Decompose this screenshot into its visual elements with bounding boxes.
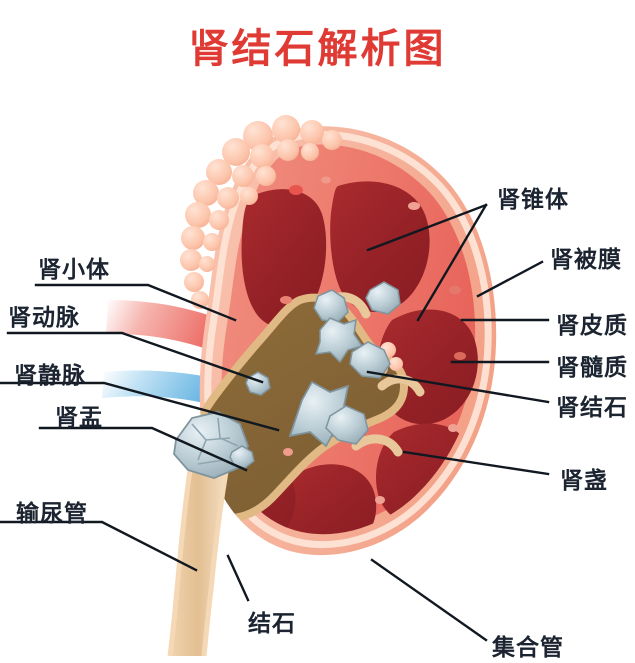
label-stone: 结石: [248, 611, 296, 637]
leader-renal-pyramid-a: [366, 203, 488, 252]
leader-stone: [226, 554, 250, 602]
label-kidney-stone: 肾结石: [556, 395, 628, 421]
cortex-vessel-dots: [280, 176, 466, 504]
stone-9: [229, 445, 255, 469]
label-renal-capsule: 肾被膜: [550, 247, 622, 273]
stone-3: [365, 281, 401, 315]
ureter-tube: [167, 469, 229, 657]
label-renal-corpuscle: 肾小体: [38, 257, 110, 283]
label-renal-cortex: 肾皮质: [556, 313, 628, 339]
label-renal-medulla: 肾髓质: [556, 355, 628, 381]
label-renal-calyx: 肾盏: [560, 468, 608, 494]
leader-lines-group: [0, 203, 550, 642]
capsule-inner-highlight: [204, 131, 492, 549]
label-ureter: 输尿管: [16, 501, 88, 527]
stone-8-facets: [191, 417, 239, 465]
stone-2: [314, 317, 364, 364]
label-renal-vein: 肾静脉: [14, 363, 86, 389]
kidney-stones-group: [173, 281, 401, 479]
stone-7: [325, 405, 369, 445]
leader-renal-pelvis: [38, 426, 248, 472]
leader-renal-calyx: [402, 450, 550, 476]
leader-collecting-duct: [370, 558, 488, 642]
leader-renal-corpuscle: [34, 283, 237, 322]
leader-renal-vein: [0, 381, 280, 432]
renal-corpuscles-cluster: [180, 115, 342, 309]
page-title: 肾结石解析图: [188, 25, 447, 72]
leader-renal-artery: [6, 331, 264, 384]
label-renal-artery: 肾动脉: [8, 305, 80, 331]
pyramid-upper-left: [241, 189, 327, 327]
leader-kidney-stone: [366, 370, 550, 404]
label-collecting-duct: 集合管: [492, 635, 564, 661]
stone-1: [313, 289, 349, 323]
leader-ureter: [0, 520, 198, 572]
label-renal-pelvis: 肾盂: [55, 405, 103, 431]
leader-renal-pyramid-b: [416, 203, 488, 322]
stone-4: [349, 341, 391, 379]
label-renal-pyramid: 肾锥体: [497, 187, 569, 213]
leader-renal-capsule: [476, 260, 544, 298]
